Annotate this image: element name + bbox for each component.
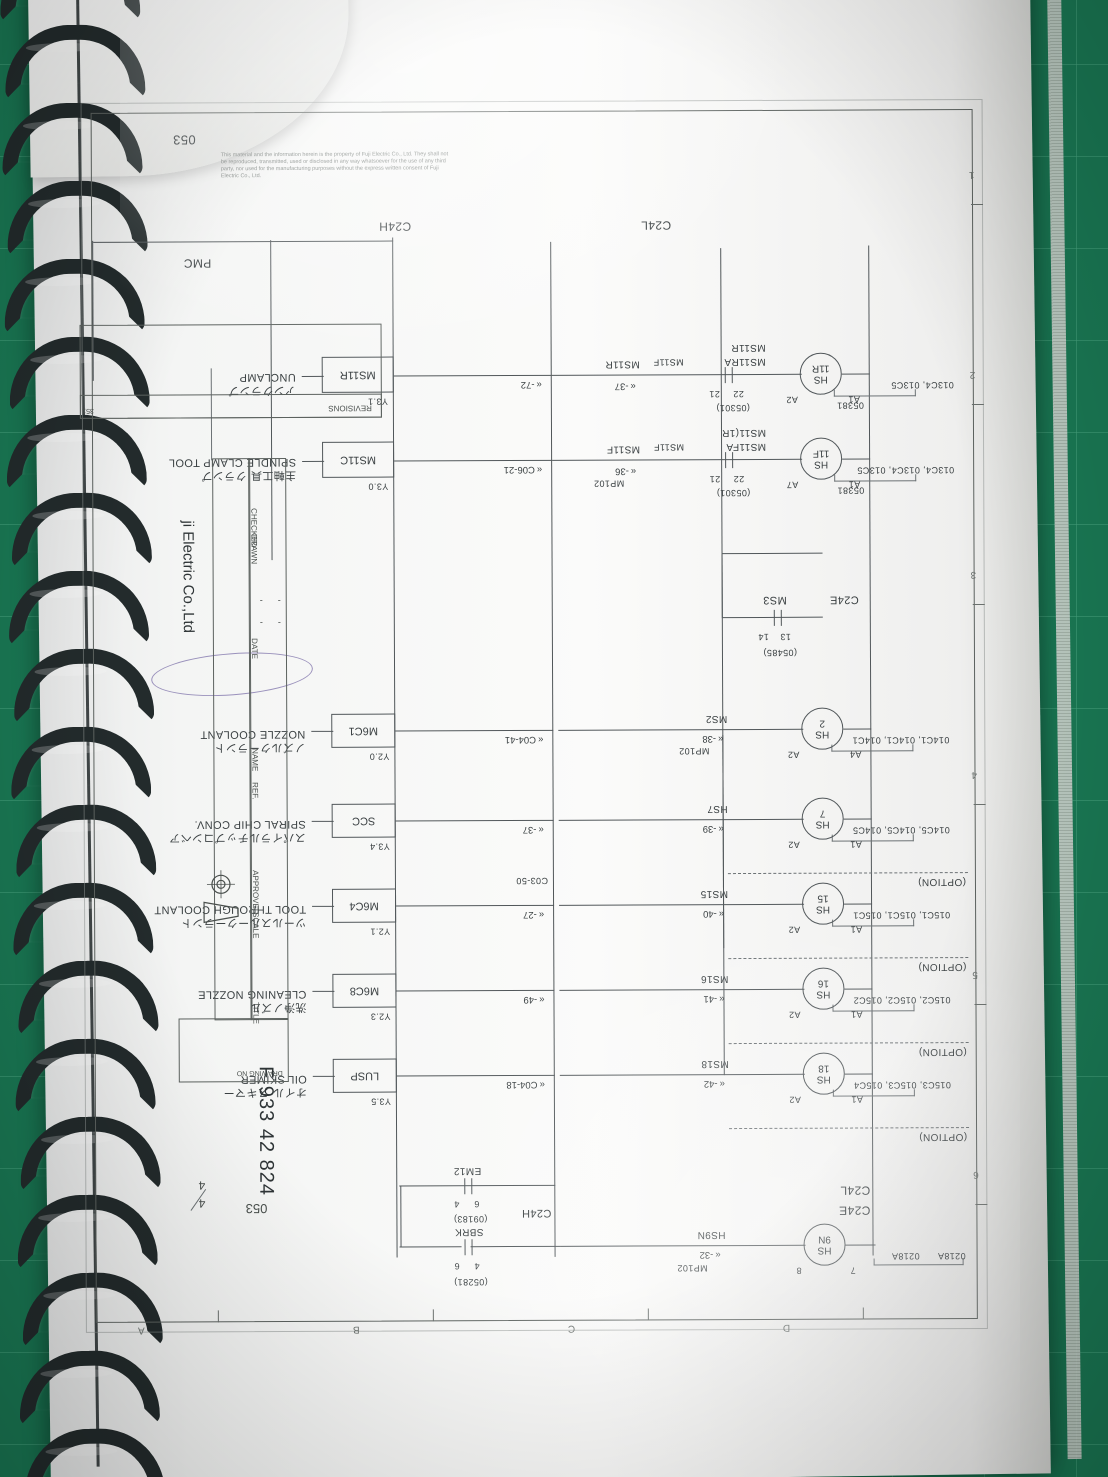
frame-tick: [973, 803, 986, 806]
frame-tick: [975, 1203, 988, 1206]
revisions-label: REVISIONS: [328, 403, 372, 413]
device-address: Y3.0: [368, 481, 389, 492]
coil-terminal-left: A1: [848, 394, 860, 405]
contact-name-lower: MS11R: [730, 341, 766, 354]
interlock-contact: [722, 452, 736, 469]
coil-terminal-left: A1: [848, 479, 861, 490]
binding-ring: [24, 1427, 166, 1477]
coil-designation: HS: [814, 458, 829, 470]
contact-terminal-22: 22: [732, 389, 744, 400]
revisions-number: 351: [82, 406, 94, 414]
crossref-bracket: [833, 389, 916, 397]
title-label: TITLE: [251, 1002, 261, 1024]
frame-tick: [971, 203, 984, 206]
contact-code: (05301): [716, 487, 751, 499]
interlock-contact: [722, 367, 736, 384]
contact-name-lower: MS11(1R: [721, 426, 767, 439]
wire-device: MS2: [705, 713, 728, 725]
ms3-name: MS3: [762, 593, 787, 606]
frame-zone-col-d: D: [782, 1321, 791, 1333]
coil-designation: HS: [813, 373, 828, 385]
date-dash: -: [259, 596, 263, 607]
date-label: DATE: [249, 638, 259, 659]
frame-zone-col-c: C: [567, 1322, 576, 1334]
projection-symbol: [196, 868, 246, 924]
ms3-terminal-13: 13: [780, 631, 791, 642]
contact-code: (05301): [716, 402, 750, 414]
contact-mid-label: MS11F: [653, 357, 684, 368]
wire-number: -36: [615, 465, 636, 477]
contact-terminal-22: 22: [733, 474, 745, 485]
frame-tick: [971, 403, 984, 406]
coil-number: 2: [819, 717, 826, 729]
sheet-corner-number: 053: [172, 132, 196, 148]
schematic-body: C24L C24H PMC C24E C24L 0218A 0218A HS 9…: [79, 109, 976, 1321]
frame-tick: [972, 603, 985, 606]
coil-right-lead: [558, 728, 804, 731]
output-ref: C04-41: [505, 734, 544, 745]
wire-mp-label: MP102: [678, 746, 710, 757]
coil-terminal-right: A7: [786, 479, 799, 490]
crossref-list: 013C4, 013C5: [890, 380, 954, 391]
coil-number: 11R: [811, 362, 830, 374]
device-box-M6C1: M6C1: [331, 713, 396, 748]
device-box-MS11C: MS11C: [322, 441, 395, 478]
coil-left-lead: [842, 458, 871, 460]
coil-terminal-right: A2: [786, 394, 798, 405]
contact-name-upper: MS11FA: [726, 440, 767, 453]
device-lead: [395, 729, 554, 732]
titleblock-column-2: [212, 458, 253, 1021]
contact-name-upper: MS11RA: [723, 355, 766, 368]
ref-label: REF.: [250, 782, 260, 800]
ms3-code: (05485): [763, 647, 797, 658]
date-dash: -: [277, 618, 281, 629]
coil-designation: HS: [815, 728, 830, 740]
ms3-branch-v: [721, 554, 723, 619]
ms3-bus-label: C24E: [829, 593, 859, 606]
output-ref: -72: [521, 379, 542, 390]
wire-device: MS11R: [605, 358, 640, 370]
frame-zone-col-b: B: [352, 1323, 360, 1335]
wire-mp-label: MP102: [593, 478, 625, 489]
coil-left-lead: [843, 728, 872, 730]
date-dash: -: [259, 618, 263, 629]
coil-number: 11F: [812, 447, 830, 459]
frame-zone-col-a: A: [137, 1324, 145, 1336]
ms3-terminal-14: 14: [758, 631, 769, 642]
contact-ms3: [771, 609, 785, 626]
wire-device: MS11F: [606, 443, 641, 455]
crossref-list: 014C1, 014C1, 014C1: [852, 735, 950, 746]
sheet-number-053: 053: [245, 1201, 268, 1217]
scale-label: SCALE: [251, 912, 261, 939]
device-address: Y2.0: [369, 751, 390, 762]
output-ref: C06-21: [504, 464, 543, 475]
frame-tick: [974, 1003, 987, 1006]
coil-left-lead: [841, 373, 870, 375]
copyright-disclaimer: This material and the information herein…: [220, 151, 449, 180]
coil-terminal-left: A4: [849, 749, 862, 760]
name-label: NAME: [250, 748, 260, 772]
drawing-number: F 933 42 824: [254, 1066, 278, 1197]
wire-number: -37: [615, 380, 636, 392]
company-name: ji Electric Co.,Ltd: [179, 520, 197, 634]
contact-mid-label: MS11F: [653, 442, 685, 453]
crossref-list: 013C4, 013C4, 013C5: [856, 465, 955, 476]
contact-terminal-21: 21: [708, 389, 720, 400]
date-dash: -: [277, 596, 281, 607]
device-out-lead: [311, 730, 334, 732]
checked-label: CHECKED: [249, 508, 259, 548]
contact-terminal-21: 21: [709, 474, 721, 485]
approved-label: APPROVED: [250, 870, 261, 915]
coil-terminal-right: A2: [787, 749, 800, 760]
device-out-lead: [302, 460, 325, 462]
wire-number: -38: [702, 733, 723, 744]
